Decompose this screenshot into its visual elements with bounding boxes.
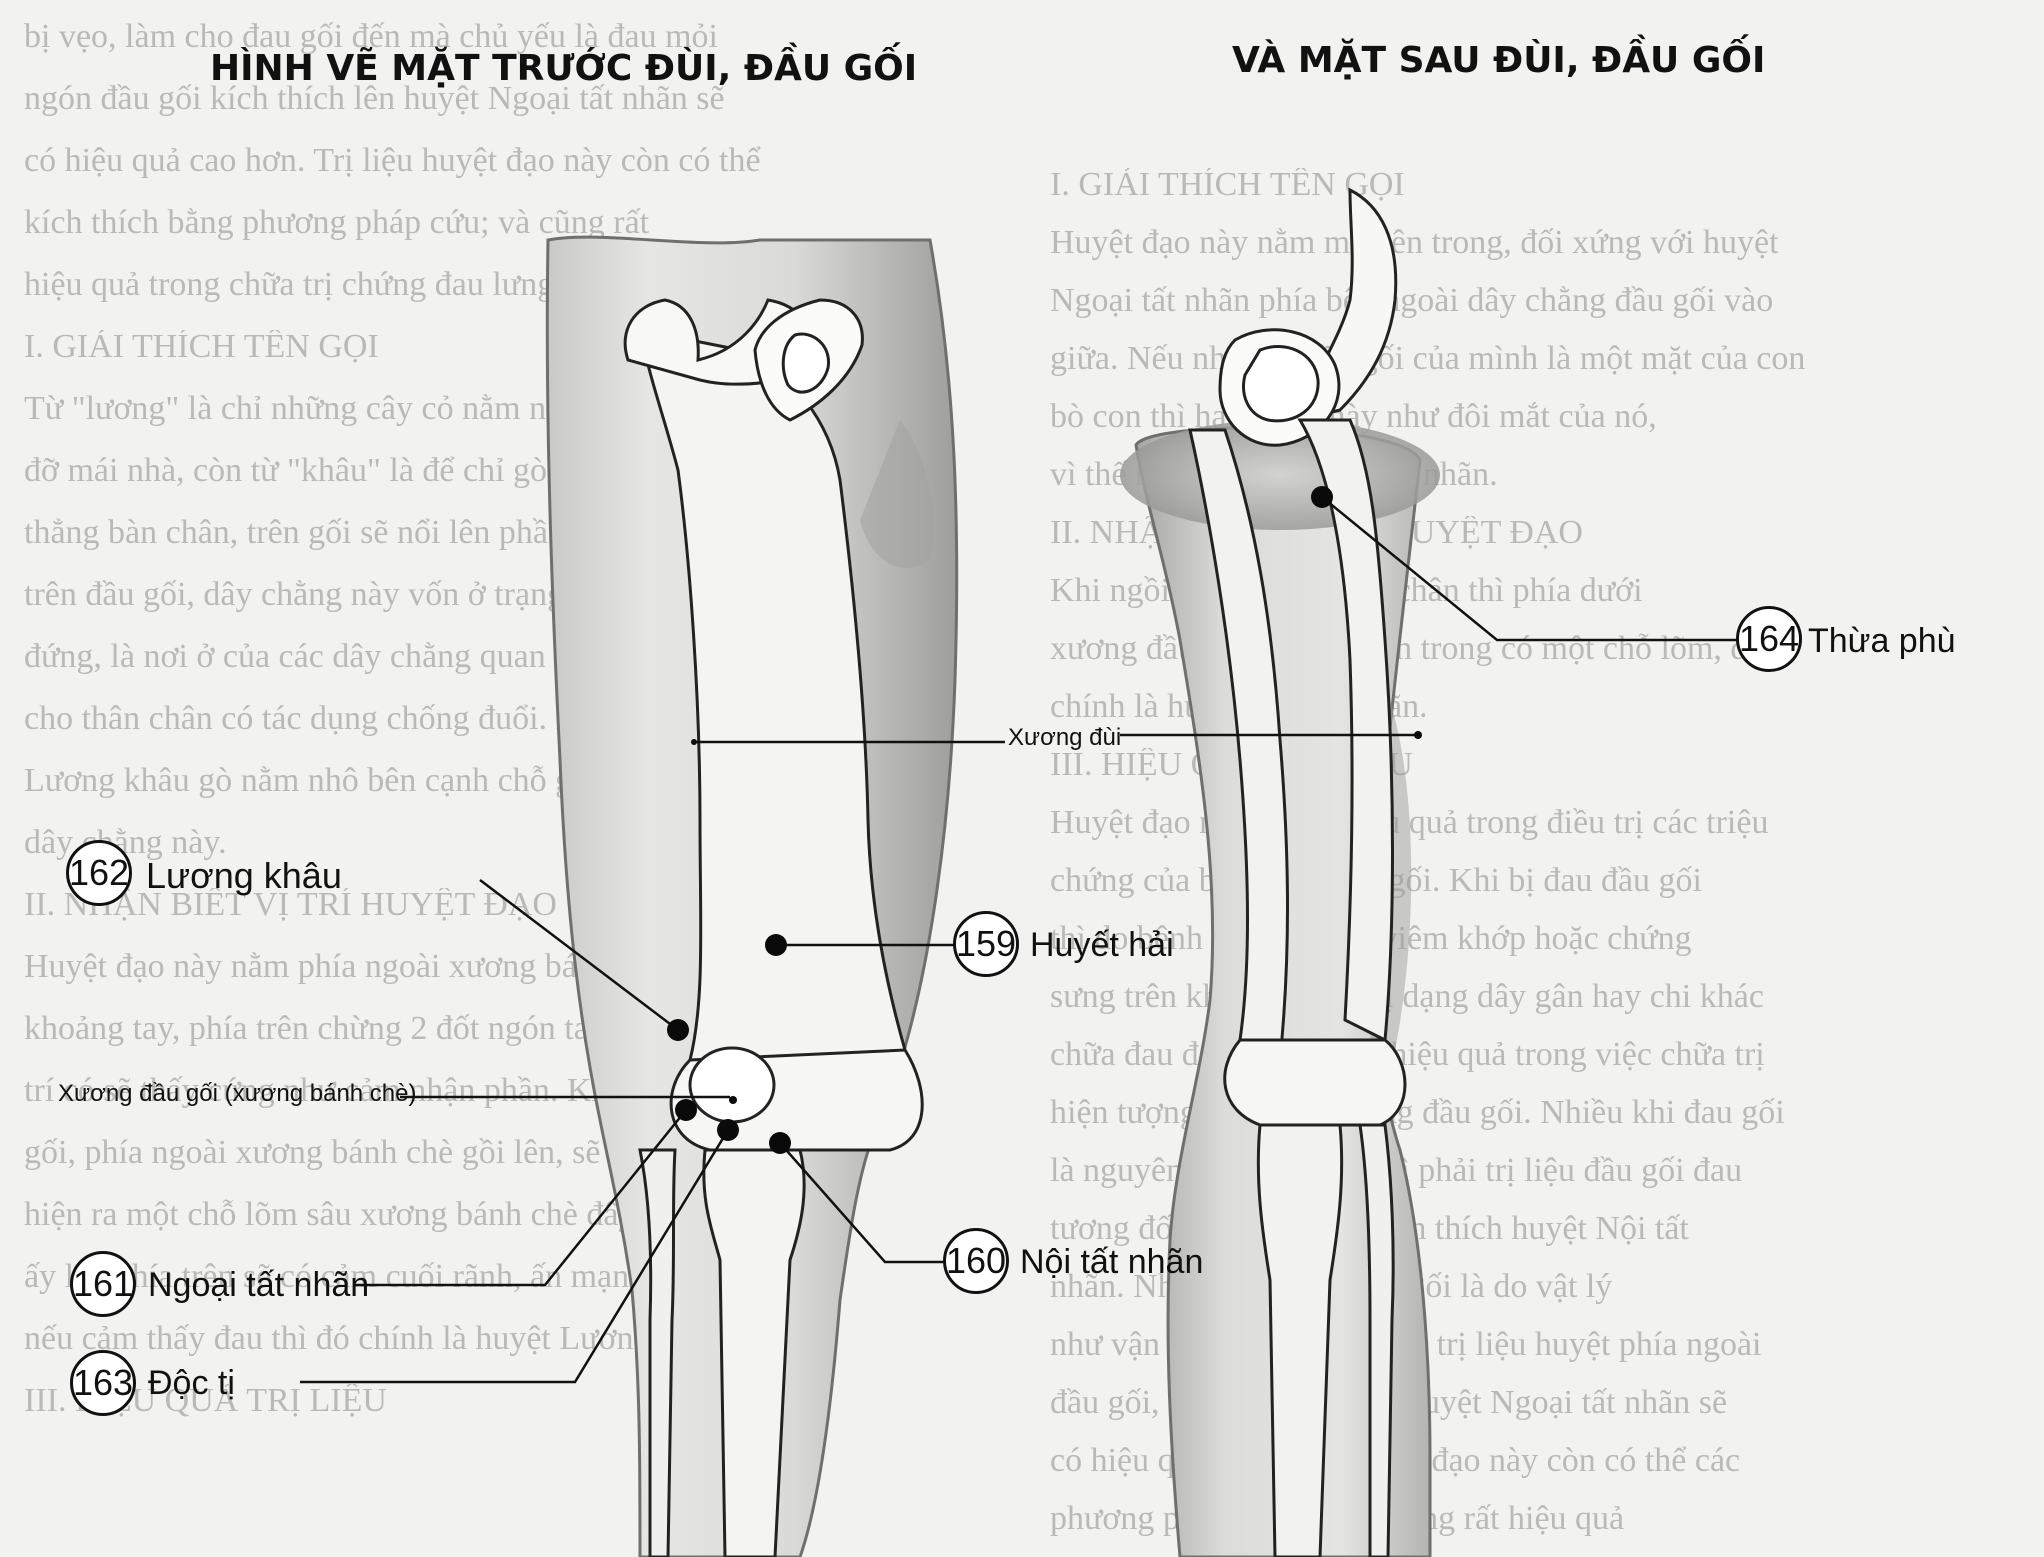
point-164-number: 164 — [1736, 606, 1802, 672]
point-164-name: Thừa phù — [1808, 622, 1956, 660]
point-161-dot — [675, 1099, 697, 1121]
point-163-number: 163 — [70, 1350, 136, 1416]
background-line: bị vẹo, làm cho đau gối đến mà chủ yếu l… — [24, 20, 718, 54]
patella-label: Xương đầu gối (xương bánh chè) — [58, 1080, 417, 1107]
point-159-name: Huyết hải — [1030, 926, 1174, 964]
background-line: hiện ra một chỗ lõm sâu xương bánh chè đ… — [24, 1198, 720, 1232]
background-line: thẳng bàn chân, trên gối sẽ nổi lên phần — [24, 516, 566, 550]
title-back: VÀ MẶT SAU ĐÙI, ĐẦU GỐI — [1232, 40, 1766, 81]
point-163-dot — [717, 1119, 739, 1141]
back-femur — [1188, 187, 1407, 1557]
background-line: ngón đầu gối kích thích lên huyệt Ngoại … — [24, 82, 725, 116]
background-line: giữa. Nếu như coi đầu gối của mình là mộ… — [1050, 342, 1806, 376]
femur-label: Xương đùi — [1008, 724, 1122, 751]
point-161-number: 161 — [70, 1251, 136, 1317]
leader-163 — [300, 1129, 730, 1384]
background-line: chữa đau đớn mà còn có hiệu quả trong vi… — [1050, 1038, 1765, 1072]
point-159-dot — [765, 934, 787, 956]
leader-160 — [779, 1142, 945, 1264]
background-line: I. GIẢI THÍCH TÊN GỌI — [1050, 168, 1405, 202]
front-femur — [623, 298, 924, 1557]
leader-161 — [355, 1109, 687, 1287]
acupoint-dots — [667, 486, 1422, 1154]
point-159-number: 159 — [953, 911, 1019, 977]
leader-164 — [1321, 496, 1738, 642]
background-line: xương đầu gối về phía bên trong có một c… — [1050, 632, 1765, 666]
leader-162 — [479, 879, 679, 1031]
title-front: HÌNH VẼ MẶT TRƯỚC ĐÙI, ĐẦU GỐI — [210, 48, 918, 89]
background-line: Huyệt đạo này nằm mé bên trong, đối xứng… — [1050, 226, 1779, 260]
background-line: có hiệu quả cao hơn. Trị liệu huyệt đạo … — [24, 144, 761, 178]
point-162-name: Lương khâu — [146, 855, 342, 896]
background-line: Ngoại tất nhãn phía bên ngoài dây chằng … — [1050, 284, 1774, 318]
background-line: gối, phía ngoài xương bánh chè gồi lên, … — [24, 1136, 668, 1170]
background-line: hiện tượng tích nước trong đầu gối. Nhiề… — [1050, 1096, 1785, 1130]
background-line: hiệu quả trong chữa trị chứng đau lưng. — [24, 268, 563, 302]
point-160-name: Nội tất nhãn — [1020, 1243, 1204, 1281]
point-160-dot — [769, 1132, 791, 1154]
background-line: I. GIẢI THÍCH TÊN GỌI — [24, 330, 379, 364]
femur-marker-back — [1414, 731, 1422, 739]
background-line: cho thân chân có tác dụng chống đuổi. Hu… — [24, 702, 639, 736]
leader-lines — [300, 496, 1738, 1384]
point-161-name: Ngoại tất nhãn — [148, 1266, 370, 1304]
femur-marker-front — [691, 739, 697, 745]
point-162-dot — [667, 1019, 689, 1041]
point-160-number: 160 — [943, 1228, 1009, 1294]
point-164-dot — [1311, 486, 1333, 508]
background-line: kích thích bằng phương pháp cứu; và cũng… — [24, 206, 650, 240]
background-line: nếu cảm thấy đau thì đó chính là huyệt L… — [24, 1322, 734, 1356]
point-163-name: Độc tị — [148, 1364, 235, 1402]
patella-marker — [729, 1096, 737, 1104]
background-line: sưng trên khớp xương, dị dạng dây gân ha… — [1050, 980, 1764, 1014]
point-162-number: 162 — [66, 840, 132, 906]
